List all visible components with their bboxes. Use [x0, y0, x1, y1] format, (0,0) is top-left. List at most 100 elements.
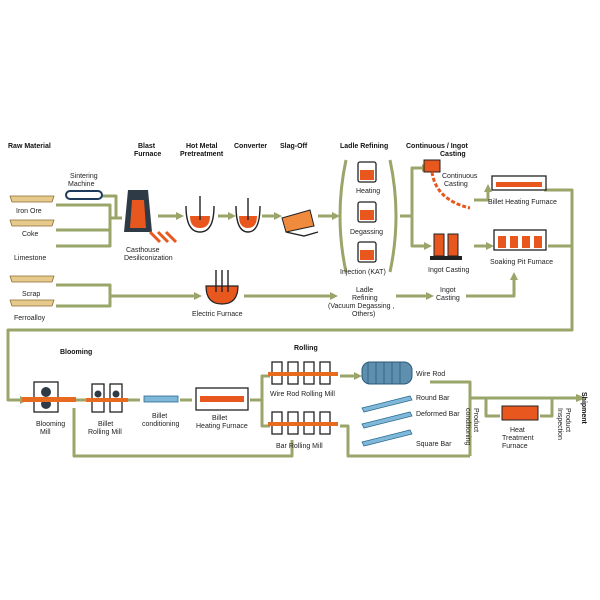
ladle-low-label-1: Ladle	[356, 287, 373, 294]
cc-label-2: Casting	[444, 181, 468, 188]
continuous-casting: Continuous Casting	[423, 159, 478, 210]
ferroalloy-pile-icon	[9, 299, 55, 307]
heat-treatment-label-3: Furnace	[502, 443, 528, 450]
soaking-pit-furnace: Soaking Pit Furnace	[490, 229, 553, 266]
ingot-mold-icon	[433, 233, 445, 257]
soaking-ingot-icon	[510, 236, 518, 248]
flow-heat-bar	[260, 400, 270, 428]
heating-label: Heating	[356, 188, 380, 195]
flow-furnaces-right	[544, 188, 574, 248]
wire-rod-mill-label: Wire Rod Rolling Mill	[270, 391, 335, 398]
product-inspection-label-1: Product	[564, 408, 571, 432]
billet-heating-furnace-top: Billet Heating Furnace	[488, 175, 557, 206]
electric-furnace-icon	[205, 285, 239, 305]
flow-cc-billetfurnace	[474, 190, 490, 202]
roll-icon	[41, 387, 51, 397]
injection-fill	[360, 250, 374, 260]
deformed-bar-label: Deformed Bar	[416, 411, 460, 418]
square-bar-label: Square Bar	[416, 441, 452, 448]
header-rolling: Rolling	[294, 345, 318, 352]
flow-sinter	[102, 194, 118, 218]
product-conditioning-label-2: conditioning	[464, 408, 471, 445]
sintering-machine-icon	[65, 190, 103, 200]
flow-to-blooming	[6, 246, 574, 402]
header-raw-material: Raw Material	[8, 143, 51, 150]
soaking-pit-label: Soaking Pit Furnace	[490, 259, 553, 266]
billet-rolling-mill: Billet Rolling Mill	[86, 383, 128, 436]
flow-ladle-cc	[400, 166, 424, 218]
ladle-refining-stations: Heating Degassing Injection (KAT)	[340, 161, 386, 276]
scrap-label: Scrap	[22, 291, 40, 298]
flow-ladle-ingot	[410, 216, 426, 248]
heat-treatment-label-2: Treatment	[502, 435, 534, 442]
degassing-label: Degassing	[350, 229, 383, 236]
soaking-ingot-icon	[522, 236, 530, 248]
injection-label: Injection (KAT)	[340, 269, 386, 276]
ferroalloy-label: Ferroalloy	[14, 315, 46, 322]
header-casting-2: Casting	[440, 151, 466, 158]
casthouse-label-1: Casthouse	[126, 247, 160, 254]
heat-treatment-label-1: Heat	[510, 427, 525, 434]
degassing-fill	[360, 210, 374, 220]
sintering-label-2: Machine	[68, 181, 95, 188]
arrow-head	[274, 212, 282, 220]
ladle-bracket-left	[338, 159, 348, 273]
billet-heat-low-label-2: Heating Furnace	[196, 423, 248, 430]
round-bar-icon	[361, 395, 413, 413]
arrow-head	[486, 242, 494, 250]
ladle-low-label-4: Others)	[352, 311, 375, 318]
casthouse-runner-icon	[148, 230, 178, 244]
strand-icon	[430, 171, 471, 210]
products: Wire Rod Round Bar Deformed Bar Square B…	[361, 361, 460, 448]
finishing: Product conditioning Heat Treatment Furn…	[464, 405, 571, 450]
billet-furnace-low-fill	[200, 396, 244, 402]
flow-products-down	[430, 380, 472, 456]
billet-heating-furnace-low: Billet Heating Furnace	[195, 387, 249, 430]
iron-ore-pile-icon	[9, 195, 55, 203]
heating-fill	[360, 170, 374, 180]
header-blooming: Blooming	[60, 349, 92, 356]
converter	[235, 198, 261, 233]
ingot-mold-icon	[447, 233, 459, 257]
heat-treatment-furnace-icon	[501, 405, 539, 421]
soaking-pit-icon	[493, 229, 547, 251]
flow-iron-ore	[56, 203, 122, 220]
torpedo-car-icon	[185, 205, 215, 233]
flow-heat-wire	[250, 374, 270, 402]
header-casting-1: Continuous / Ingot	[406, 143, 468, 150]
header-blast-furnace-1: Blast	[138, 143, 156, 150]
arrow-head	[194, 292, 202, 300]
blooming-mill: Blooming Mill	[22, 381, 76, 436]
flow-bypass-bottom	[72, 408, 294, 458]
arrow-head	[424, 242, 432, 250]
arrow-head	[484, 184, 492, 192]
deformed-bar-icon	[361, 411, 413, 429]
billet-heat-low-label-1: Billet	[212, 415, 227, 422]
blast-furnace-hot-core	[130, 200, 146, 228]
billet-heating-furnace-top-label: Billet Heating Furnace	[488, 199, 557, 206]
sintering-label-1: Sintering	[70, 173, 98, 180]
arrow-head	[354, 372, 362, 380]
ladle-low-label-3: (Vacuum Degassing ,	[328, 303, 394, 310]
blast-furnace: Casthouse Desiliconization	[124, 190, 178, 262]
slag-off-ladle-icon	[281, 209, 315, 233]
bar-mill-label: Bar Rolling Mill	[276, 443, 323, 450]
wire-rod-rolling-mill: Wire Rod Rolling Mill	[268, 361, 338, 398]
raw-materials: Iron Ore Coke Limestone Scrap Ferroalloy	[9, 195, 55, 322]
cc-label-1: Continuous	[442, 173, 478, 180]
arrow-head	[228, 212, 236, 220]
coke-pile-icon	[9, 219, 55, 227]
tundish-icon	[423, 159, 441, 173]
billet-bar-icon	[86, 398, 128, 402]
iron-ore-label: Iron Ore	[16, 208, 42, 215]
ingot-base-icon	[430, 256, 462, 260]
blooming-mill-label-2: Mill	[40, 429, 51, 436]
round-bar-label: Round Bar	[416, 395, 450, 402]
billet-conditioning-icon	[143, 395, 179, 403]
casthouse-label-2: Desiliconization	[124, 255, 173, 262]
sintering-machine: Sintering Machine	[65, 173, 103, 200]
coil-winding-icon	[367, 362, 401, 384]
ingot-casting-low: Ingot Casting	[436, 287, 460, 302]
header-converter: Converter	[234, 143, 267, 150]
